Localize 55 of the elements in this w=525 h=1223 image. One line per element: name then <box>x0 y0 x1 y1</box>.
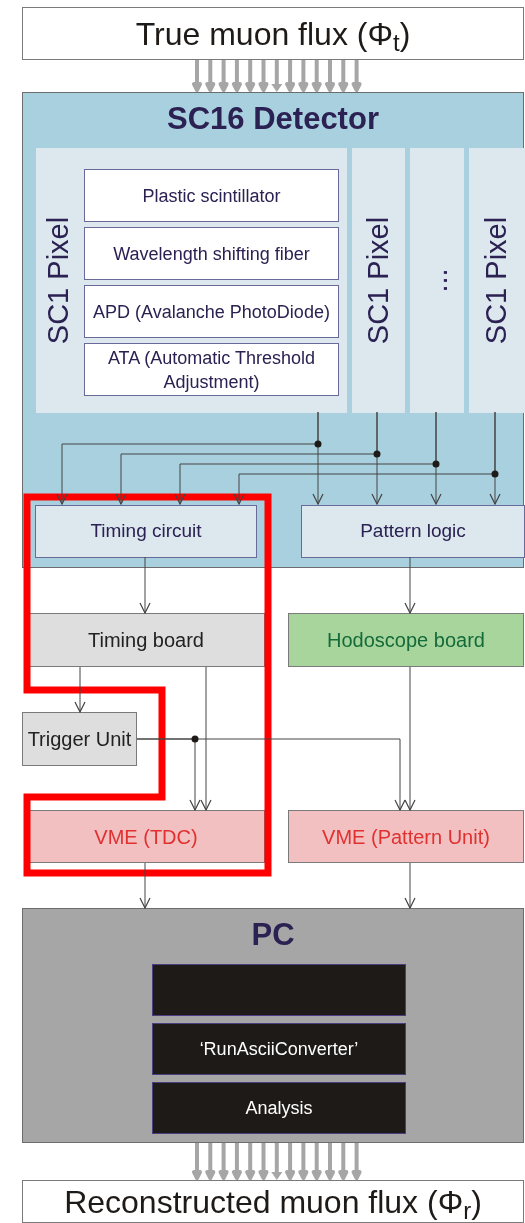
arrow <box>139 556 151 614</box>
arrow <box>404 556 416 614</box>
arrow <box>404 666 416 811</box>
circuit-box <box>35 505 257 558</box>
panel-heading: SC16 Detector <box>167 100 379 138</box>
box-label: Timing board <box>88 628 204 653</box>
box-label: True muon flux (Φ$_{t}$) <box>135 17 411 50</box>
box-label: Hodoscope board <box>327 628 485 653</box>
module-box <box>288 810 524 863</box>
flux-box <box>22 1180 524 1223</box>
arrow <box>271 1143 283 1180</box>
box-label: Plastic scintillator <box>142 184 281 208</box>
box-label: Reconstructed muon flux (Φ$_{r}$) <box>64 1185 482 1218</box>
box-label: Analysis <box>245 1096 313 1120</box>
software-box <box>152 1023 406 1075</box>
pixel-column <box>36 148 347 413</box>
arrow <box>489 411 501 505</box>
flux-box <box>22 7 524 60</box>
board-box <box>288 613 524 667</box>
layer-box <box>84 169 339 222</box>
pixel-label: SC1 Pixel <box>44 216 74 345</box>
box-label: Pattern logic <box>360 519 466 544</box>
box-label: ATA (Automatic Threshold Adjustment) <box>106 346 317 394</box>
pixel-column <box>469 148 525 413</box>
box-label: APD (Avalanche PhotoDiode) <box>93 300 330 324</box>
pixel-label: ... <box>422 268 452 293</box>
box-label: Timing circuit <box>90 519 202 544</box>
box-label: Wavelength shifting fiber <box>113 242 310 266</box>
pixel-label: SC1 Pixel <box>364 216 393 345</box>
arrow <box>312 411 324 505</box>
software-box <box>152 1082 406 1134</box>
layer-box <box>84 343 339 396</box>
layer-box <box>84 285 339 338</box>
pixel-label: SC1 Pixel <box>482 216 512 345</box>
detector-panel <box>22 92 524 568</box>
trigger-box <box>22 712 137 766</box>
box-label: Trigger Unit <box>27 727 132 751</box>
arrow <box>136 738 406 811</box>
pixel-column <box>410 148 464 413</box>
circuit-box <box>301 505 525 558</box>
pc-panel <box>22 908 524 1143</box>
layer-box <box>84 227 339 280</box>
box-label: VME (Pattern Unit) <box>322 824 490 849</box>
arrow <box>139 862 151 909</box>
pixel-column <box>352 148 405 413</box>
arrow <box>74 666 86 713</box>
arrow <box>404 862 416 909</box>
box-shape <box>152 964 406 1016</box>
panel-heading: PC <box>251 916 295 954</box>
box-label: VME (TDC) <box>94 824 198 849</box>
box-label: ‘RunAsciiConverter’ <box>199 1037 359 1061</box>
arrow <box>371 411 383 505</box>
arrow <box>271 60 283 92</box>
arrow <box>430 411 442 505</box>
arrow <box>200 666 212 811</box>
